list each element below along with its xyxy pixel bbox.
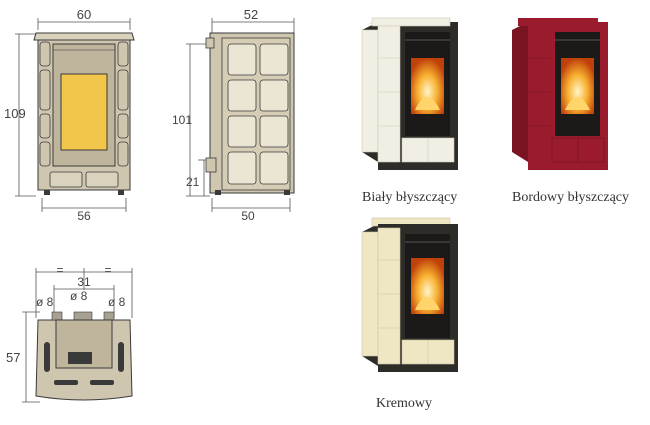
front-base-width-label: 56: [77, 209, 91, 223]
top-right-pipe-label: ø 8: [108, 295, 126, 309]
side-outlet-height-label: 21: [186, 175, 200, 189]
top-depth-label: 57: [6, 350, 20, 365]
stove-photo-white: [361, 17, 458, 170]
top-center-pipe-label: ø 8: [70, 289, 88, 303]
top-eq-mark-left: =: [56, 263, 63, 277]
top-eq-mark-right: =: [104, 263, 111, 277]
front-width-label: 60: [77, 7, 91, 22]
stove-photo-cream: [361, 217, 458, 372]
front-view-drawing: 60 109 56: [4, 7, 135, 223]
top-spacing-label: 31: [77, 275, 91, 289]
top-view-drawing: = = 31 ø 8 ø 8 ø 8 57: [6, 263, 133, 403]
side-width-label: 52: [244, 7, 258, 22]
stove-photo-bordeaux: [512, 18, 608, 170]
variant-label-bordeaux: Bordowy błyszczący: [512, 190, 630, 205]
side-view-drawing: 52 101 21 50: [172, 7, 295, 223]
front-window: [60, 73, 108, 151]
side-base-width-label: 50: [241, 209, 255, 223]
side-height-label: 101: [172, 113, 192, 127]
front-height-label: 109: [4, 106, 26, 121]
top-left-pipe-label: ø 8: [36, 295, 54, 309]
variant-label-cream: Kremowy: [376, 396, 432, 411]
variant-label-white: Biały błyszczący: [362, 190, 458, 205]
